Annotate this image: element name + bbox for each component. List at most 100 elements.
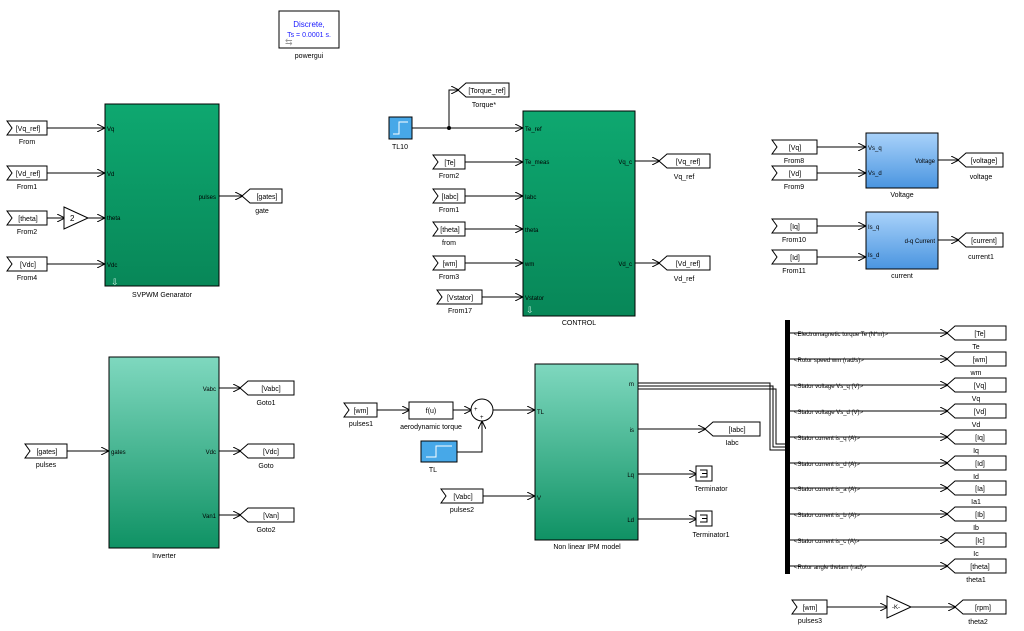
bus-goto-block[interactable]: [Te] xyxy=(946,325,1007,341)
bus-signal-label: <Stator voltage Vs_q (V)> xyxy=(794,384,864,390)
from-vabc-ipm[interactable]: [Vabc] xyxy=(440,488,484,504)
bus-goto-name: Iq xyxy=(973,448,979,455)
from-wm-ipm[interactable]: [wm] xyxy=(343,402,378,418)
from-gates-tag: [gates] xyxy=(36,449,57,456)
from-wm-speed[interactable]: [wm] xyxy=(791,599,828,615)
goto-vdc[interactable]: [Vdc] xyxy=(239,443,295,459)
goto-van[interactable]: [Van] xyxy=(239,507,295,523)
terminator1-name: Terminator1 xyxy=(693,532,730,539)
from-vstator[interactable]: [Vstator] xyxy=(436,289,483,305)
goto-rpm[interactable]: [rpm] xyxy=(954,599,1007,615)
sum-block[interactable]: + + xyxy=(470,398,494,422)
step-tl-block[interactable] xyxy=(420,440,458,463)
from-vd-ref[interactable]: [Vd_ref] xyxy=(6,165,48,181)
bus-goto-tag: [Iq] xyxy=(975,435,985,442)
current-block[interactable]: Is_q Is_d d-q Current xyxy=(865,211,939,270)
control-port-vd-c: Vd_c xyxy=(618,262,632,268)
from-iabc-control[interactable]: [Iabc] xyxy=(432,188,466,204)
bus-goto-block[interactable]: [wm] xyxy=(946,351,1007,367)
bus-signal-label: <Stator voltage Vs_d (V)> xyxy=(794,410,864,416)
goto-gates[interactable]: [gates] xyxy=(241,188,283,204)
bus-goto-block[interactable]: [Id] xyxy=(946,455,1007,471)
from-wm-ipm-tag: [wm] xyxy=(354,408,369,415)
from-theta-svpwm-tag: [theta] xyxy=(18,216,38,223)
powergui-icon: ⇆ xyxy=(285,37,293,47)
from-id-current[interactable]: [Id] xyxy=(771,249,818,265)
goto-iabc[interactable]: [Iabc] xyxy=(704,421,761,437)
goto-current[interactable]: [current] xyxy=(957,232,1004,248)
svpwm-port-theta: theta xyxy=(107,216,121,222)
goto-voltage-tag: [voltage] xyxy=(971,158,998,165)
from-vq-ref[interactable]: [Vq_ref] xyxy=(6,120,48,136)
goto-voltage[interactable]: [voltage] xyxy=(957,152,1004,168)
fcn-block[interactable]: f(u) xyxy=(408,401,454,420)
bus-signal-label: <Stator current is_c (A)> xyxy=(794,539,860,545)
bus-goto-name: Vq xyxy=(972,396,981,403)
gain-k-block[interactable]: -K- xyxy=(886,595,913,619)
goto-vdc-tag: [Vdc] xyxy=(263,449,279,456)
from-vdc[interactable]: [Vdc] xyxy=(6,256,48,272)
from-iq-current[interactable]: [Iq] xyxy=(771,218,818,234)
bus-goto-tag: [Te] xyxy=(974,331,985,338)
ipm-model-block[interactable]: TL V m is Lq Ld xyxy=(534,363,639,541)
bus-goto-tag: [Ic] xyxy=(975,538,984,545)
goto-gates-name: gate xyxy=(255,208,269,215)
step-tl-name: TL xyxy=(429,467,437,474)
from-wm-control[interactable]: [wm] xyxy=(432,255,466,271)
goto-vq-ref-name: Vq_ref xyxy=(674,174,695,181)
bus-selector-bar[interactable] xyxy=(785,320,790,574)
bus-selector-outputs: <Electromagnetic torque Te (N*m)>[Te]Te<… xyxy=(790,325,1007,584)
from-wm-control-name: From3 xyxy=(439,274,459,281)
goto-vabc-name: Goto1 xyxy=(256,400,275,407)
goto-torque-ref[interactable]: [Torque_ref] xyxy=(457,82,510,98)
powergui-block[interactable]: Discrete, Ts = 0.0001 s. ⇆ xyxy=(278,10,340,49)
terminator-block[interactable] xyxy=(695,465,713,482)
from-vd-voltage-tag: [Vd] xyxy=(789,171,802,178)
bus-goto-block[interactable]: [Iq] xyxy=(946,429,1007,445)
bus-goto-shape xyxy=(946,532,1007,548)
bus-goto-shape xyxy=(946,558,1007,574)
bus-goto-block[interactable]: [Ic] xyxy=(946,532,1007,548)
svpwm-generator-block[interactable]: Vq Vd theta Vdc pulses ⇩ xyxy=(104,103,220,287)
step-tl10-name: TL10 xyxy=(392,144,408,151)
goto-vabc[interactable]: [Vabc] xyxy=(239,380,295,396)
from-vd-voltage[interactable]: [Vd] xyxy=(771,165,818,181)
control-block[interactable]: Te_ref Te_meas Iabc theta wm Vstator Vq_… xyxy=(522,110,636,317)
gain-2-block[interactable]: 2 xyxy=(63,206,90,230)
fcn-name: aerodynamic torque xyxy=(400,424,462,431)
gain-2-value: 2 xyxy=(70,214,75,223)
from-wm-speed-tag: [wm] xyxy=(803,605,818,612)
from-vq-voltage[interactable]: [Vq] xyxy=(771,139,818,155)
goto-vq-ref[interactable]: [Vq_ref] xyxy=(658,153,711,169)
from-vdc-tag: [Vdc] xyxy=(20,262,36,269)
goto-torque-ref-tag: [Torque_ref] xyxy=(468,88,505,95)
goto-current-name: current1 xyxy=(968,254,994,261)
step-tl10-block[interactable] xyxy=(388,116,413,140)
bus-goto-block[interactable]: [Ia] xyxy=(946,480,1007,496)
from-theta-svpwm[interactable]: [theta] xyxy=(6,210,48,226)
goto-vdc-name: Goto xyxy=(258,463,273,470)
bus-goto-tag: [Ib] xyxy=(975,512,985,519)
from-theta-control[interactable]: [theta] xyxy=(432,221,466,237)
voltage-block[interactable]: Vs_q Vs_d Voltage xyxy=(865,132,939,189)
ipm-port-lq: Lq xyxy=(627,473,634,479)
from-te-control[interactable]: [Te] xyxy=(432,154,466,170)
bus-goto-block[interactable]: [theta] xyxy=(946,558,1007,574)
bus-goto-block[interactable]: [Ib] xyxy=(946,506,1007,522)
from-te-control-tag: [Te] xyxy=(444,160,455,167)
fcn-expression: f(u) xyxy=(426,408,437,415)
bus-signal-label: <Rotor speed wm (rad/s)> xyxy=(794,358,864,364)
bus-goto-block[interactable]: [Vq] xyxy=(946,377,1007,393)
control-port-te-ref: Te_ref xyxy=(525,127,542,133)
control-port-te-meas: Te_meas xyxy=(525,160,549,166)
from-gates[interactable]: [gates] xyxy=(24,443,68,459)
bus-goto-block[interactable]: [Vd] xyxy=(946,403,1007,419)
bus-goto-tag: [Ia] xyxy=(975,486,985,493)
inverter-block[interactable]: gates Vabc Vdc Van1 xyxy=(108,356,220,549)
goto-vd-ref[interactable]: [Vd_ref] xyxy=(658,255,711,271)
from-te-control-name: From2 xyxy=(439,173,459,180)
terminator1-block[interactable] xyxy=(695,510,713,527)
bus-goto-tag: [Id] xyxy=(975,461,985,468)
bus-goto-shape xyxy=(946,377,1007,393)
